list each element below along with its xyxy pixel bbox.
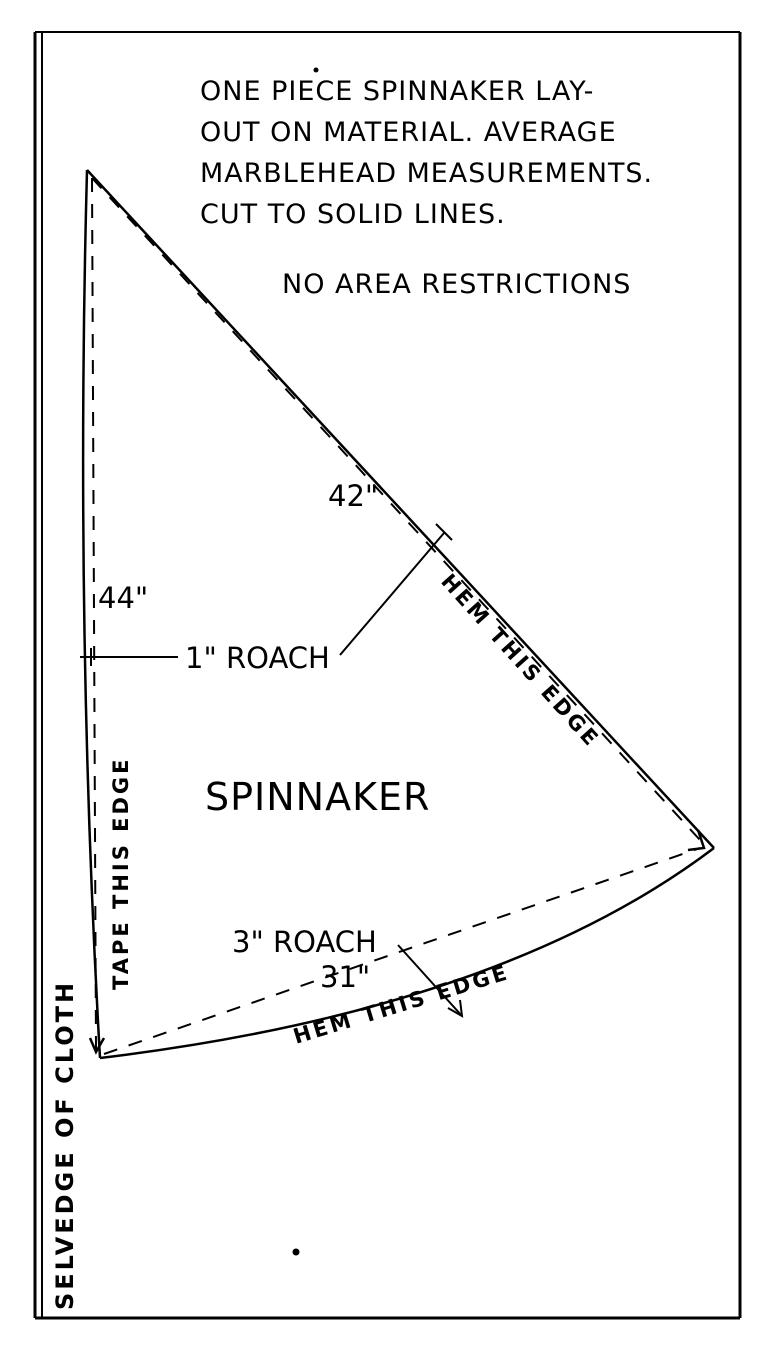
foot-dashed-line (103, 847, 701, 1055)
roach-leaders (80, 523, 464, 1018)
material-border (33, 31, 742, 1320)
sail-name: SPINNAKER (205, 775, 430, 819)
note-line-3: MARBLEHEAD MEASUREMENTS. (200, 158, 653, 189)
luff-roach-label: 1" ROACH (185, 641, 330, 675)
speck-top (313, 67, 319, 73)
foot-roach-arrow-icon (447, 999, 464, 1018)
note-line-1: ONE PIECE SPINNAKER LAY- (200, 76, 594, 107)
foot-roach-label: 3" ROACH (232, 925, 377, 959)
leech-roach-leader (339, 532, 445, 656)
foot-cut-line (99, 847, 715, 1060)
note-restriction: NO AREA RESTRICTIONS (282, 269, 631, 300)
luff-tape-label: TAPE THIS EDGE (109, 756, 133, 990)
foot-roach-leader (397, 944, 463, 1017)
tack-arrow-icon (88, 1037, 106, 1055)
cut-lines (81, 169, 715, 1060)
note-line-2: OUT ON MATERIAL. AVERAGE (200, 117, 617, 148)
note-line-4: CUT TO SOLID LINES. (200, 199, 506, 230)
speck-bottom (292, 1248, 300, 1256)
corner-arrows (88, 829, 706, 1055)
leech-dashed-line (91, 177, 701, 841)
foot-dimension: 31" (320, 960, 370, 994)
selvedge-label: SELVEDGE OF CLOTH (51, 980, 79, 1310)
leech-cut-line (86, 169, 715, 849)
leech-hem-label: HEM THIS EDGE (436, 569, 604, 752)
leech-dimension: 42" (328, 479, 378, 513)
dashed-lines (91, 177, 701, 1055)
leech-roach-tick (435, 523, 453, 541)
luff-cut-line (81, 169, 102, 1059)
clew-arrow-icon (687, 829, 706, 852)
luff-dimension: 44" (98, 581, 148, 615)
